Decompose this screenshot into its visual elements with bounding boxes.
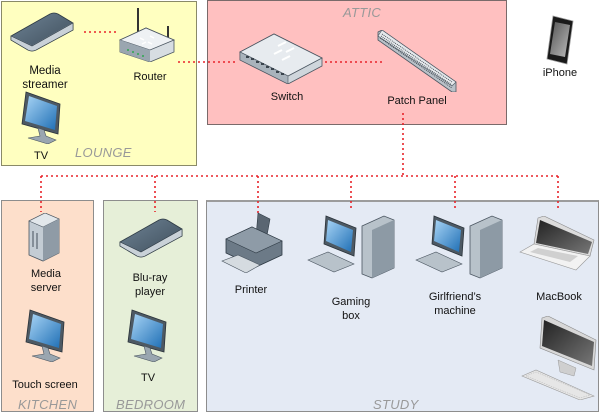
printer-icon[interactable]	[220, 211, 286, 273]
lounge-tv-label: TV	[33, 150, 49, 162]
media-server-icon[interactable]	[27, 213, 61, 263]
room-label-study: STUDY	[373, 397, 419, 412]
switch-icon[interactable]	[238, 30, 324, 84]
room-label-kitchen: KITCHEN	[18, 397, 78, 412]
touch-screen-label: Touch screen	[12, 379, 78, 391]
room-label-attic: ATTIC	[343, 5, 382, 20]
girlfriends-machine-label: Girlfriend’s machine	[428, 291, 482, 317]
room-label-lounge: LOUNGE	[75, 145, 132, 160]
patch-panel-icon[interactable]	[376, 30, 458, 92]
iphone-label: iPhone	[542, 67, 578, 79]
media-server-label: Media server	[30, 268, 62, 294]
bluray-player-label: Blu-ray player	[132, 272, 168, 298]
router-icon[interactable]	[118, 6, 178, 62]
imac-icon[interactable]	[520, 316, 598, 400]
room-label-bedroom: BEDROOM	[116, 397, 186, 412]
media-streamer-label: Media streamer	[22, 65, 68, 91]
router-label: Router	[133, 71, 167, 83]
iphone-icon[interactable]	[545, 15, 575, 65]
media-streamer-icon[interactable]	[8, 10, 76, 52]
patch-panel-label: Patch Panel	[387, 95, 447, 107]
macbook-icon[interactable]	[518, 216, 596, 272]
gaming-box-label: Gaming box	[331, 296, 371, 322]
lounge-tv-icon[interactable]	[18, 90, 62, 144]
gaming-box-icon[interactable]	[306, 214, 396, 282]
bedroom-tv-icon[interactable]	[124, 308, 168, 362]
touch-screen-icon[interactable]	[22, 308, 66, 362]
bedroom-tv-label: TV	[140, 372, 156, 384]
girlfriends-machine-icon[interactable]	[414, 214, 504, 282]
bluray-player-icon[interactable]	[117, 216, 185, 258]
macbook-label: MacBook	[536, 291, 582, 303]
printer-label: Printer	[234, 284, 268, 296]
switch-label: Switch	[270, 91, 304, 103]
